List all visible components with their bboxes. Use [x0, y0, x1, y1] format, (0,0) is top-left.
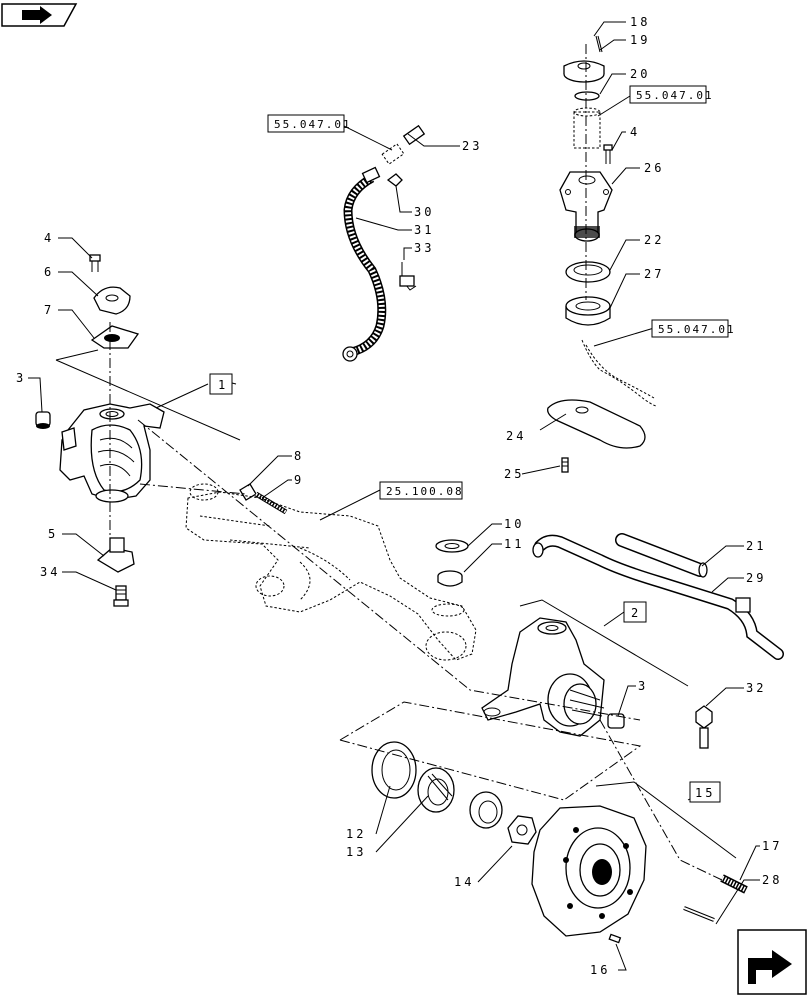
- callout-5: 5: [48, 527, 58, 541]
- callout-labels: 18 19 20 4 26 22 27 23 30 31 33 4 6 7 3 …: [16, 15, 782, 977]
- callout-10: 10: [504, 517, 524, 531]
- bearing-part-inner: [469, 791, 503, 829]
- group-box-15: 15: [689, 781, 721, 803]
- callout-14: 14: [454, 875, 474, 889]
- callout-17: 17: [762, 839, 782, 853]
- group-frames: [55, 44, 737, 881]
- callout-18: 18: [630, 15, 650, 29]
- bolt-part-32: [695, 705, 713, 749]
- axle-housing-ghost: [185, 483, 477, 661]
- callout-4a: 4: [630, 125, 640, 139]
- callout-8: 8: [294, 449, 304, 463]
- clip-part-30: [386, 173, 403, 187]
- svg-text:25.100.08: 25.100.08: [386, 485, 464, 498]
- bushing-part-11: [437, 570, 463, 587]
- callout-7: 7: [44, 303, 54, 317]
- callout-31: 31: [414, 223, 434, 237]
- group-box-2: 2: [623, 601, 647, 623]
- ring-part-20: [574, 91, 600, 101]
- bolt-part-8-9: [239, 483, 288, 515]
- callout-28: 28: [762, 873, 782, 887]
- ref-box-55-047-01-a[interactable]: 55.047.01: [267, 114, 352, 133]
- ref-box-25-100-08[interactable]: 25.100.08: [379, 481, 464, 500]
- callout-19: 19: [630, 33, 650, 47]
- bushing-part-3-left: [35, 411, 51, 429]
- callout-30: 30: [414, 205, 434, 219]
- callout-27: 27: [644, 267, 664, 281]
- callout-13: 13: [346, 845, 366, 859]
- callout-12: 12: [346, 827, 366, 841]
- callout-23: 23: [462, 139, 482, 153]
- callout-3b: 3: [638, 679, 648, 693]
- wiring-ghost: [581, 339, 657, 407]
- hose-part-31: [342, 166, 387, 362]
- callout-11: 11: [504, 537, 524, 551]
- seal-part-22: [565, 261, 611, 283]
- next-page-arrow-icon[interactable]: [737, 929, 807, 995]
- callout-6: 6: [44, 265, 54, 279]
- callout-24: 24: [506, 429, 526, 443]
- callout-4b: 4: [44, 231, 54, 245]
- callout-22: 22: [644, 233, 664, 247]
- bearing-part-13: [417, 767, 455, 813]
- callout-3a: 3: [16, 371, 26, 385]
- wheel-hub: [531, 805, 647, 937]
- steering-knuckle-right: [481, 617, 605, 737]
- grease-fitting-part-34: [113, 585, 129, 607]
- callout-26: 26: [644, 161, 664, 175]
- svg-text:2: 2: [631, 606, 641, 620]
- stud-part-25: [561, 457, 569, 473]
- plate-part-7: [90, 325, 140, 349]
- seal-part-12: [371, 741, 417, 799]
- callout-21: 21: [746, 539, 766, 553]
- callout-32: 32: [746, 681, 766, 695]
- plate-part-24: [547, 399, 646, 449]
- stud-part-17: [720, 874, 748, 894]
- pin-part-28: [683, 906, 715, 922]
- callout-9: 9: [294, 473, 304, 487]
- pipe-part-29: [532, 534, 784, 660]
- callout-16: 16: [590, 963, 610, 977]
- callout-20: 20: [630, 67, 650, 81]
- ref-box-55-047-01-b[interactable]: 55.047.01: [629, 85, 714, 104]
- callout-33: 33: [414, 241, 434, 255]
- forward-arrow-icon[interactable]: [1, 3, 78, 27]
- callout-34: 34: [40, 565, 60, 579]
- cap-part-19: [563, 60, 605, 83]
- steering-knuckle-left: [59, 403, 165, 503]
- nut-part-14: [507, 815, 537, 845]
- callout-25: 25: [504, 467, 524, 481]
- cover-part-6: [93, 286, 131, 315]
- svg-text:1: 1: [218, 378, 228, 392]
- bushing-part-3-right: [607, 713, 625, 729]
- spring-part-ghost: [573, 107, 601, 149]
- washer-part-10: [435, 539, 469, 553]
- svg-text:15: 15: [695, 786, 715, 800]
- tube-part-23: [402, 124, 426, 146]
- key-part-16: [608, 933, 622, 944]
- bearing-part-27: [565, 296, 611, 326]
- pin-part-5: [96, 537, 135, 573]
- ref-box-55-047-01-c[interactable]: 55.047.01: [651, 319, 736, 338]
- group-box-1: 1: [209, 373, 233, 395]
- bracket-part-33: [399, 262, 417, 291]
- callout-29: 29: [746, 571, 766, 585]
- tube-part-21: [615, 533, 708, 578]
- bolt-part-4-top: [603, 144, 613, 164]
- svg-text:55.047.01: 55.047.01: [636, 89, 714, 102]
- svg-text:55.047.01: 55.047.01: [658, 323, 736, 336]
- bolt-part-4-left: [89, 254, 101, 272]
- svg-text:55.047.01: 55.047.01: [274, 118, 352, 131]
- leader-lines: [28, 21, 760, 971]
